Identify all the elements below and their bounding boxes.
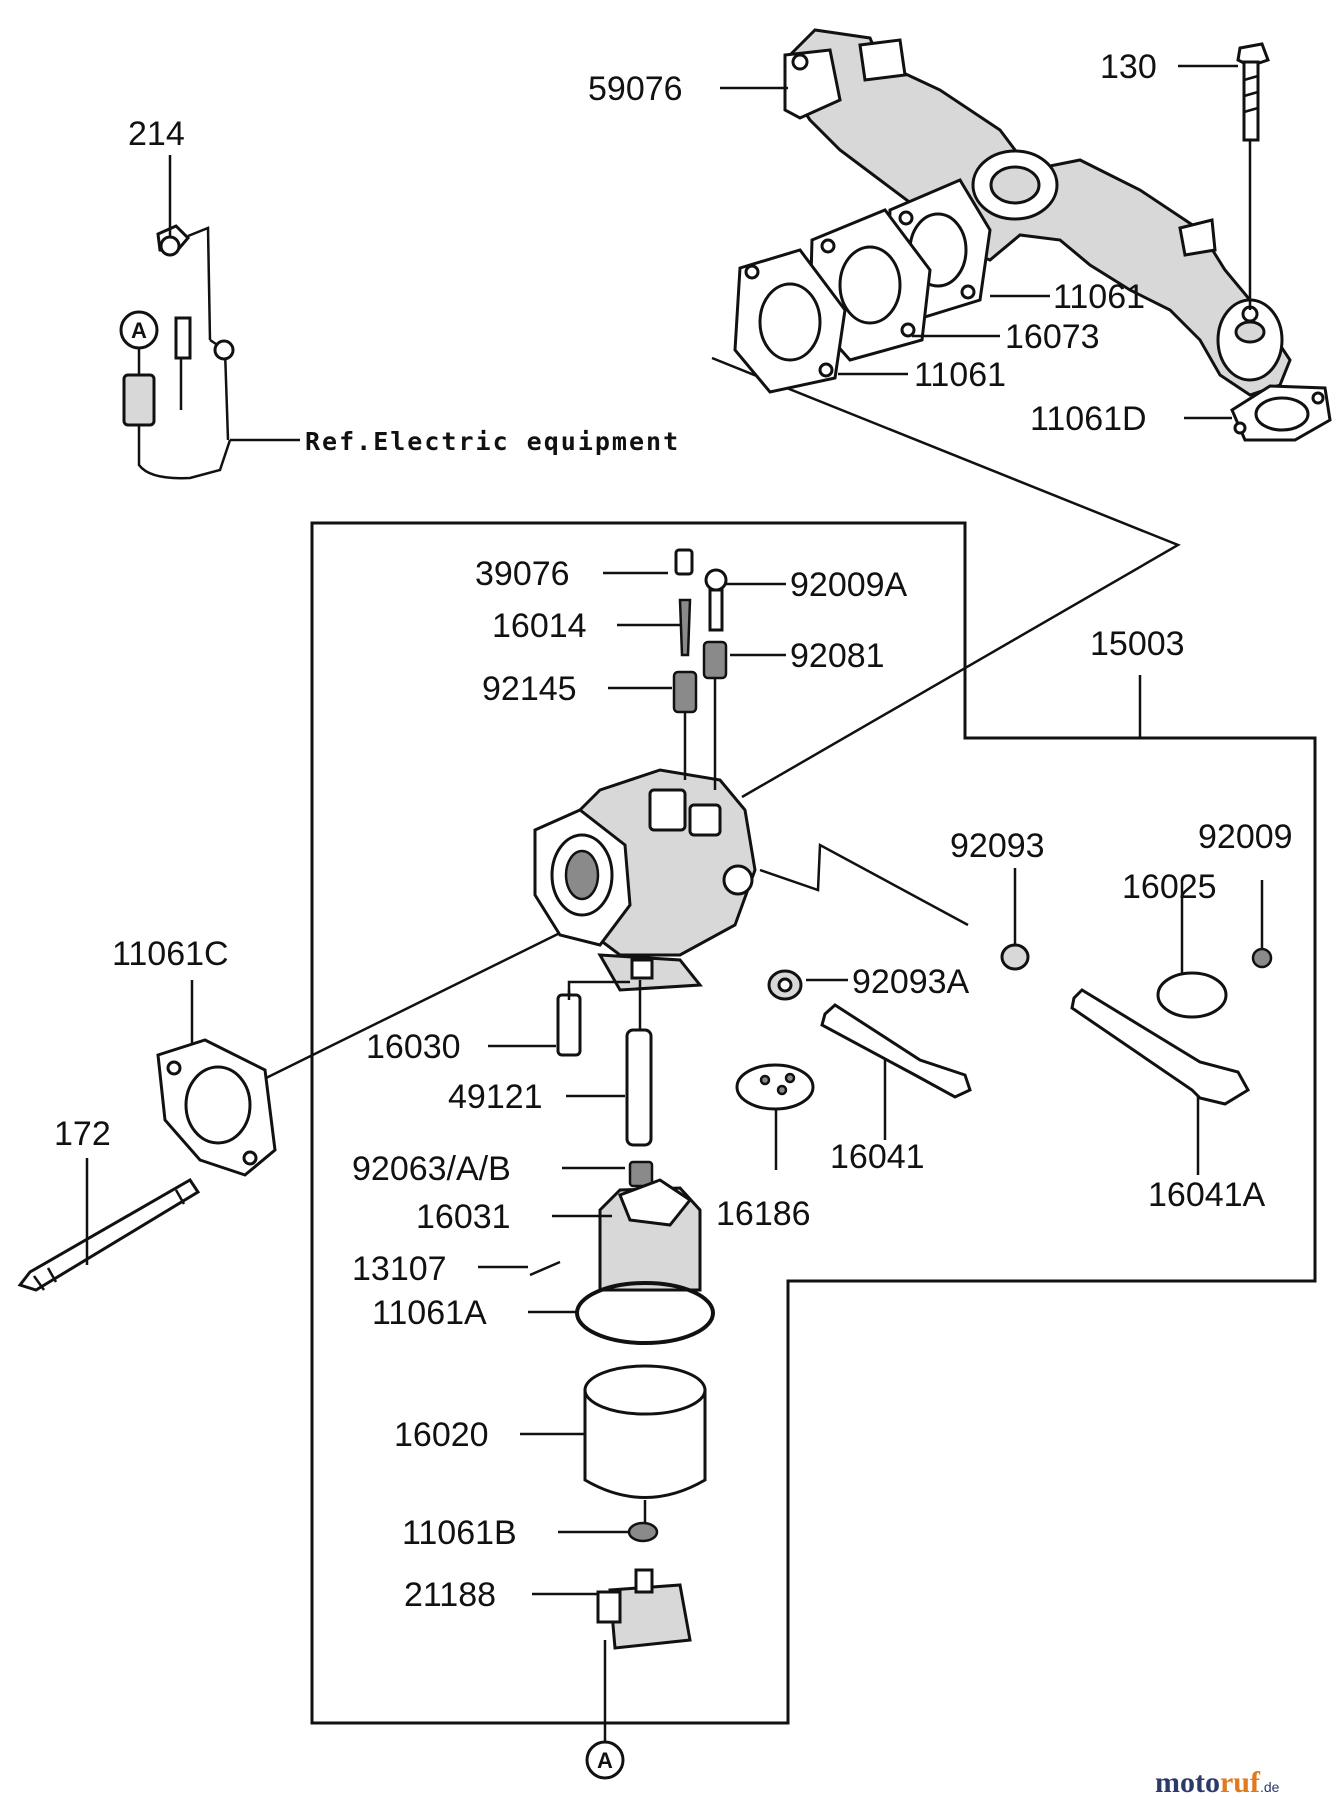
label-39076: 39076 [475, 555, 570, 593]
float-16031 [598, 1178, 702, 1292]
watermark-suffix: .de [1260, 1779, 1280, 1795]
gasket-11061D [1230, 384, 1332, 442]
bolt-130 [1236, 42, 1270, 310]
plate-16025 [1156, 971, 1228, 1019]
label-16186: 16186 [716, 1195, 811, 1233]
label-92145: 92145 [482, 670, 577, 708]
label-130: 130 [1100, 48, 1157, 86]
label-92063AB: 92063/A/B [352, 1150, 511, 1188]
label-11061C: 11061C [112, 935, 229, 973]
plate-16186 [735, 1063, 815, 1111]
label-16025: 16025 [1122, 868, 1217, 906]
insulator-stack [733, 178, 992, 394]
label-49121: 49121 [448, 1078, 543, 1116]
shaft-16041 [820, 1003, 972, 1099]
part-labels: 59076 130 214 11061 16073 11061 11061D 3… [54, 48, 1293, 1614]
label-16030: 16030 [366, 1028, 461, 1066]
gasket-11061C [156, 1038, 277, 1177]
screw-214 [159, 155, 181, 257]
label-11061-lower: 11061 [914, 356, 1006, 394]
connector-label-bottom: A [597, 1748, 613, 1773]
assembly-frame-15003 [310, 521, 1317, 1725]
label-92009A: 92009A [790, 566, 908, 604]
label-92081: 92081 [790, 637, 885, 675]
wire-harness [122, 224, 300, 480]
label-16020: 16020 [394, 1416, 489, 1454]
label-92093A: 92093A [852, 963, 970, 1001]
seal-92093 [1000, 868, 1030, 971]
svg-text:motoruf.de: motoruf.de [1155, 1766, 1280, 1799]
gasket-reference-line [261, 928, 567, 1082]
watermark-brand-dark: moto [1155, 1766, 1220, 1799]
stud-172 [17, 1177, 201, 1292]
watermark-logo: motoruf.de [1155, 1766, 1280, 1799]
label-13107: 13107 [352, 1250, 447, 1288]
intake-manifold [783, 28, 1292, 397]
label-172: 172 [54, 1115, 111, 1153]
washer-11061B [627, 1500, 659, 1543]
connector-label-top: A [131, 318, 147, 343]
bowl-16020 [583, 1364, 707, 1499]
label-16073: 16073 [1005, 318, 1100, 356]
spring-92145 [672, 670, 698, 714]
idle-screw-stack [702, 568, 728, 790]
shaft-16041A [1070, 988, 1251, 1106]
leader-lines [85, 64, 1238, 1596]
label-11061-top: 11061 [1053, 278, 1145, 316]
ref-electric-equipment-note: Ref.Electric equipment [305, 427, 680, 456]
carb-to-linkage-line [759, 842, 969, 927]
label-214: 214 [128, 115, 185, 153]
seal-92093A [767, 969, 803, 1001]
screw-92009 [1251, 880, 1273, 969]
label-16014: 16014 [492, 607, 587, 645]
label-16041: 16041 [830, 1138, 925, 1176]
label-92093: 92093 [950, 827, 1045, 865]
label-11061D: 11061D [1030, 400, 1147, 438]
label-16031: 16031 [416, 1198, 511, 1236]
connector-marker-top [119, 310, 159, 375]
label-16041A: 16041A [1148, 1176, 1266, 1214]
intake-reference-line [711, 356, 1181, 799]
label-21188: 21188 [404, 1576, 496, 1614]
connector-marker-bottom [585, 1740, 625, 1780]
pilot-screw-stack [672, 548, 698, 780]
watermark-brand-accent: ruf [1220, 1766, 1261, 1799]
ring-11061A [575, 1281, 715, 1345]
label-11061B: 11061B [402, 1514, 517, 1552]
label-11061A: 11061A [372, 1294, 487, 1332]
solenoid-21188 [596, 1568, 692, 1760]
label-59076: 59076 [588, 70, 683, 108]
main-jet-column [556, 980, 654, 1188]
label-92009: 92009 [1198, 818, 1293, 856]
carburetor-body [533, 768, 757, 992]
label-15003: 15003 [1090, 625, 1185, 663]
pin-13107 [529, 1260, 561, 1277]
